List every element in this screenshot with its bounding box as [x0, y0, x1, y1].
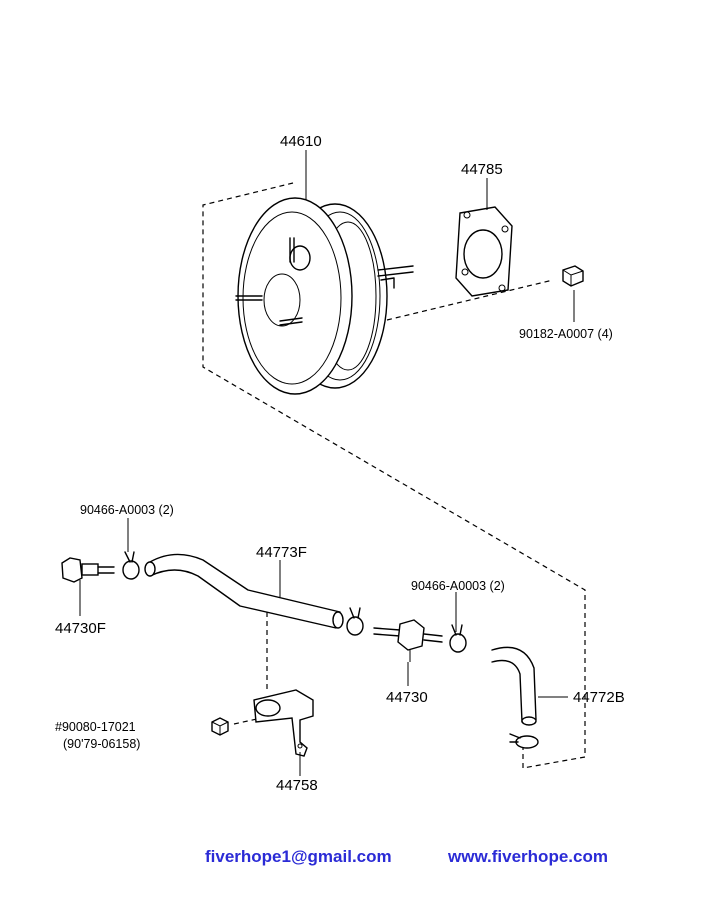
- footer-email[interactable]: fiverhope1@gmail.com: [205, 847, 392, 866]
- leader-lines: [79, 150, 575, 776]
- label-nut: 90182-A0007 (4): [519, 327, 613, 341]
- gasket-drawing: [455, 206, 513, 297]
- bolt-drawing: [211, 717, 229, 736]
- vacuum-hose-main-drawing: [144, 553, 344, 629]
- brake-booster-drawing: [235, 197, 414, 395]
- clamp-lower-drawing: [449, 624, 467, 653]
- check-valve-drawing: [373, 619, 443, 662]
- label-brake-booster: 44610: [280, 133, 322, 150]
- label-vacuum-hose-short: 44772B: [573, 689, 625, 706]
- label-vacuum-hose-main: 44773F: [256, 544, 307, 561]
- label-bracket: 44758: [276, 777, 318, 794]
- nut-drawing: [562, 265, 584, 287]
- clamp-bottom-drawing: [509, 733, 539, 749]
- label-clamp-upper: 90466-A0003 (2): [80, 503, 174, 517]
- bracket-drawing: [253, 689, 314, 757]
- clamp-upper-drawing: [122, 551, 140, 580]
- label-check-valve-fitting: 44730F: [55, 620, 106, 637]
- label-clamp-lower: 90466-A0003 (2): [411, 579, 505, 593]
- clamp-mid-drawing: [346, 607, 364, 636]
- vacuum-hose-short-drawing: [491, 646, 537, 726]
- label-check-valve: 44730: [386, 689, 428, 706]
- footer-website[interactable]: www.fiverhope.com: [447, 847, 608, 866]
- label-bolt-primary: #90080-17021: [55, 720, 136, 734]
- label-gasket: 44785: [461, 161, 503, 178]
- check-valve-fitting-drawing: [61, 557, 115, 583]
- label-bolt-alternate: (90'79-06158): [63, 737, 140, 751]
